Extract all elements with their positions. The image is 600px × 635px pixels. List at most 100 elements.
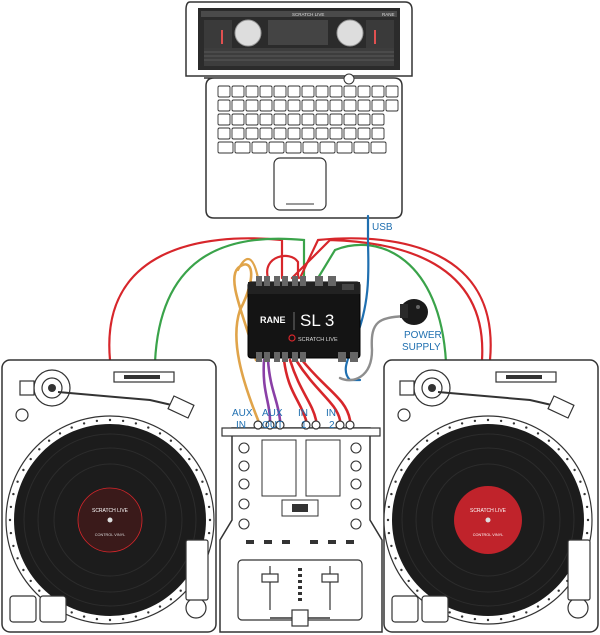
keyboard-key (301, 127, 315, 140)
mixer-knob (350, 460, 362, 472)
aux-out-label-top: AUX (262, 408, 283, 419)
platter-dot (394, 557, 397, 560)
turntable-left: SCRATCH LIVE CONTROL VINYL (1, 359, 217, 633)
platter-dot (416, 448, 419, 451)
keyboard-key (329, 113, 343, 126)
platter-dot (512, 615, 516, 618)
platter-dot (16, 557, 19, 560)
keyboard-key (343, 85, 357, 98)
turntable-right: SCRATCH LIVE CONTROL VINYL (383, 359, 599, 633)
platter-dot (460, 422, 464, 425)
keyboard-key (268, 141, 285, 154)
in2-label-bottom: 2 (329, 420, 335, 431)
platter-dot (134, 615, 138, 618)
platter-dot (525, 426, 528, 429)
keyboard-key (315, 127, 329, 140)
mixer-knob (238, 460, 250, 472)
keyboard-key (287, 99, 301, 112)
cables (108, 214, 492, 422)
platter-dot (208, 518, 212, 522)
platter-dot (585, 531, 589, 535)
platter-dot (121, 617, 125, 621)
platter-dot (499, 419, 503, 423)
keyboard-key (273, 99, 287, 112)
platter-dot (473, 617, 477, 621)
aux-in-label-bottom: IN (236, 420, 246, 431)
keyboard-key (315, 99, 329, 112)
platter-dot (207, 531, 211, 535)
keyboard-key (302, 141, 319, 154)
platter-dot (416, 589, 419, 592)
platter-dot (82, 422, 86, 425)
keyboard-key (245, 99, 259, 112)
keyboard-key (371, 113, 385, 126)
platter-dot (386, 518, 390, 522)
keyboard-key (245, 127, 259, 140)
keyboard-key (329, 85, 343, 98)
mixer-knob (238, 498, 250, 510)
platter-dot (205, 492, 208, 496)
usb-label: USB (372, 222, 393, 233)
platter-dot (38, 589, 41, 592)
keyboard-key (343, 113, 357, 126)
keyboard-key (385, 99, 399, 112)
platter-dot (70, 426, 73, 429)
platter-dot (566, 457, 569, 461)
keyboard-key (273, 85, 287, 98)
platter-dot (525, 611, 528, 614)
platter-dot (585, 505, 589, 509)
platter-dot (38, 448, 41, 451)
mixer-input-jacks (253, 420, 355, 430)
keyboard-key (343, 127, 357, 140)
platter-dot (47, 439, 51, 442)
platter-dot (536, 432, 540, 435)
laptop-keyboard (217, 85, 399, 154)
platter-dot (425, 439, 429, 442)
in2-label-top: IN (326, 408, 336, 419)
keyboard-key (259, 113, 273, 126)
platter-dot (147, 426, 150, 429)
keyboard-key (371, 127, 385, 140)
mixer-knob (350, 518, 362, 530)
aux-in-label-top: AUX (232, 408, 253, 419)
platter-dot (95, 419, 99, 423)
keyboard-key (259, 99, 273, 112)
record-left-brand: SCRATCH LIVE (92, 508, 129, 514)
platter-dot (9, 531, 13, 535)
platter-dot (536, 605, 540, 608)
platter-dot (400, 468, 403, 472)
keyboard-key (301, 85, 315, 98)
platter-dot (16, 480, 19, 483)
platter-dot (188, 457, 191, 461)
mixer-knob (350, 498, 362, 510)
keyboard-key (329, 99, 343, 112)
platter-dot (158, 432, 162, 435)
platter-dot (547, 439, 551, 442)
platter-dot (70, 611, 73, 614)
platter-dot (195, 468, 198, 472)
platter-dot (473, 419, 477, 423)
mixer-knob (238, 518, 250, 530)
supply-label: SUPPLY (402, 342, 441, 353)
keyboard-key (370, 141, 387, 154)
platter-dot (579, 480, 582, 483)
platter-dot (22, 468, 25, 472)
platter-dot (169, 598, 173, 601)
keyboard-key (217, 85, 231, 98)
record-right-text: CONTROL VINYL (473, 533, 503, 537)
aux-out-label-bottom: OUT (262, 420, 283, 431)
laptop-trackpad (273, 157, 327, 211)
platter-dot (394, 480, 397, 483)
keyboard-key (353, 141, 370, 154)
platter-dot (390, 544, 393, 548)
keyboard-key (315, 113, 329, 126)
keyboard-key (217, 99, 231, 112)
keyboard-key (287, 85, 301, 98)
record-left-text: CONTROL VINYL (95, 533, 125, 537)
platter-dot (108, 418, 112, 422)
platter-dot (29, 457, 32, 461)
platter-dot (400, 568, 403, 572)
platter-dot (147, 611, 150, 614)
platter-dot (486, 418, 490, 422)
keyboard-key (287, 113, 301, 126)
